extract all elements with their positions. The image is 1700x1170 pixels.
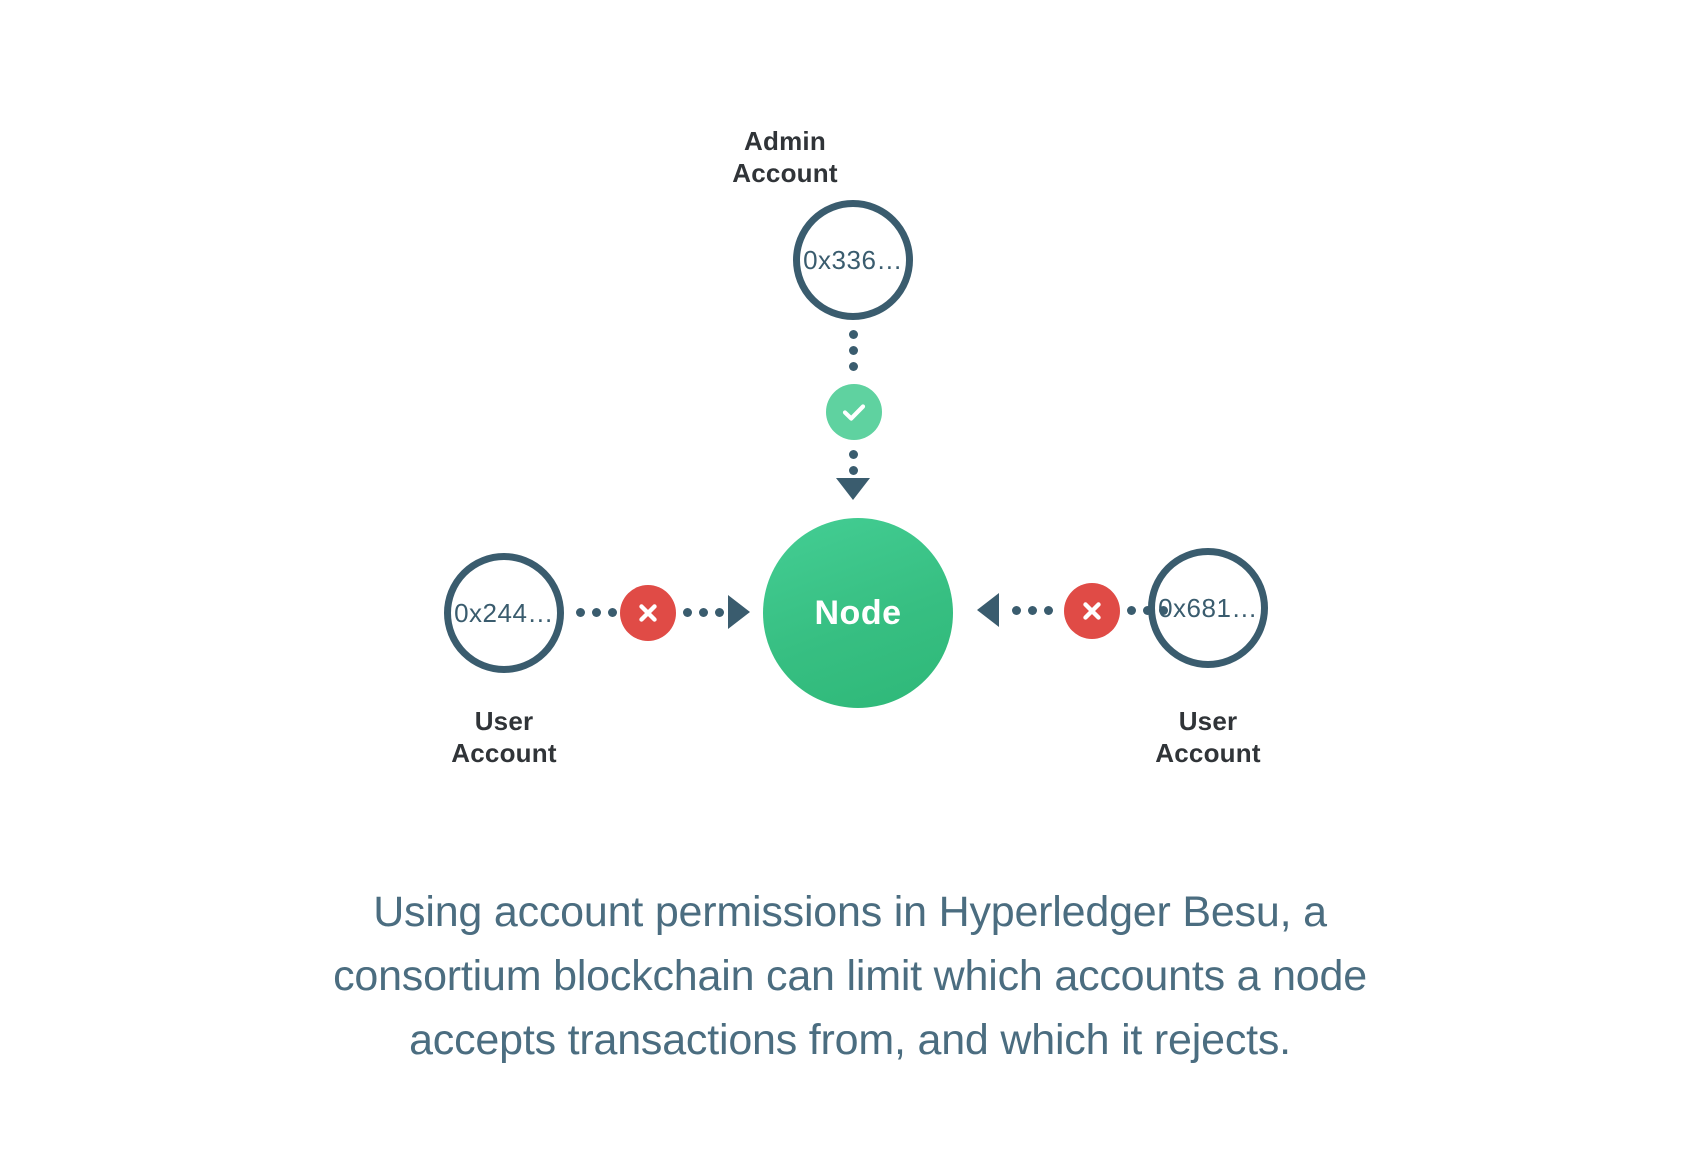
connector-dot xyxy=(849,362,858,371)
connector-dot xyxy=(1028,606,1037,615)
x-icon xyxy=(1083,602,1101,620)
connector-dot xyxy=(608,608,617,617)
connector-dot xyxy=(576,608,585,617)
caption-line-2: consortium blockchain can limit which ac… xyxy=(333,952,1367,1000)
connector-dot xyxy=(1127,606,1136,615)
node-label: Node xyxy=(814,593,902,632)
connector-admin-to-check xyxy=(849,330,858,378)
user-right-account-address: 0x681… xyxy=(1158,592,1258,623)
connector-dot xyxy=(592,608,601,617)
connector-dot xyxy=(699,608,708,617)
connector-dot xyxy=(715,608,724,617)
connector-deny-right-to-user xyxy=(1127,606,1175,615)
connector-user-left-to-deny xyxy=(576,608,624,617)
connector-dot xyxy=(849,450,858,459)
user-left-account-circle[interactable]: 0x244… xyxy=(444,553,564,673)
admin-account-circle[interactable]: 0x336… xyxy=(793,200,913,320)
connector-dot xyxy=(849,466,858,475)
connector-deny-to-node-left xyxy=(683,608,731,617)
node-circle[interactable]: Node xyxy=(763,518,953,708)
connector-dot xyxy=(683,608,692,617)
connector-node-to-deny-right xyxy=(1012,606,1060,615)
user-left-account-address: 0x244… xyxy=(454,597,554,628)
arrowhead-left-to-node xyxy=(977,593,999,627)
connector-dot xyxy=(1044,606,1053,615)
caption-line-3: accepts transactions from, and which it … xyxy=(409,1016,1291,1064)
user-right-account-label: User Account xyxy=(1155,706,1261,768)
caption-line-1: Using account permissions in Hyperledger… xyxy=(373,888,1327,936)
arrowhead-right-to-node xyxy=(728,595,750,629)
connector-dot xyxy=(849,346,858,355)
x-icon xyxy=(639,604,657,622)
caption: Using account permissions in Hyperledger… xyxy=(240,880,1460,1072)
deny-badge-user-right[interactable] xyxy=(1064,583,1120,639)
connector-dot xyxy=(849,330,858,339)
user-left-account-label: User Account xyxy=(451,706,557,768)
admin-account-label: Admin Account xyxy=(732,126,838,188)
connector-dot xyxy=(1159,606,1168,615)
connector-dot xyxy=(1143,606,1152,615)
connector-dot xyxy=(1012,606,1021,615)
deny-badge-user-left[interactable] xyxy=(620,585,676,641)
admin-account-address: 0x336… xyxy=(803,244,903,275)
check-icon xyxy=(842,404,866,421)
allow-badge-admin[interactable] xyxy=(826,384,882,440)
arrowhead-down-to-node xyxy=(836,478,870,500)
